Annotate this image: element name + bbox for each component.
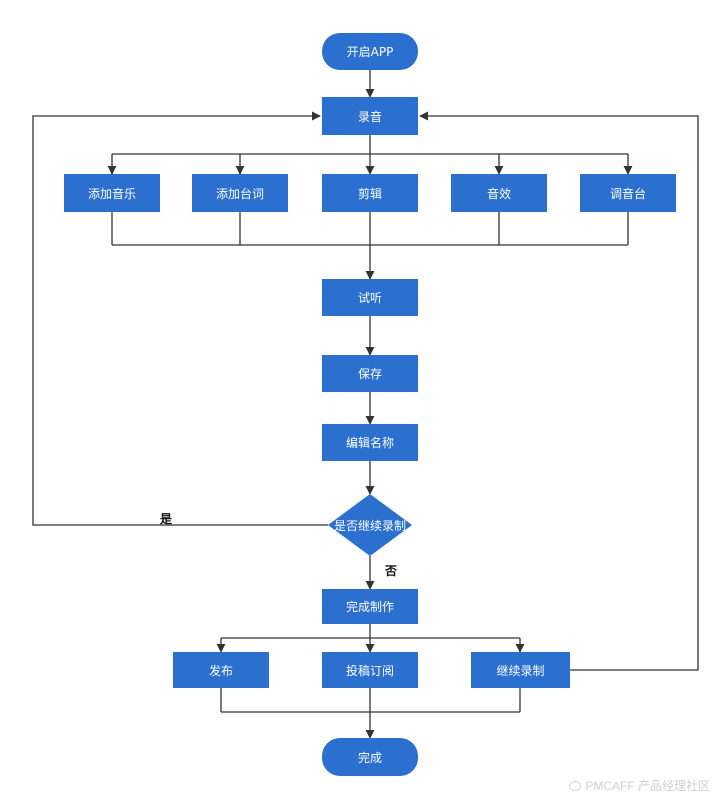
done-node: 完成 <box>322 738 418 776</box>
mixer-node: 调音台 <box>580 174 676 212</box>
preview-node: 试听 <box>322 279 418 316</box>
watermark-text: PMCAFF 产品经理社区 <box>585 779 710 793</box>
decision-diamond <box>328 494 412 556</box>
continue-recording-node: 继续录制 <box>471 652 570 688</box>
coffee-cup-icon <box>569 780 582 791</box>
add-lines-node: 添加台词 <box>192 174 288 212</box>
publish-node: 发布 <box>173 652 269 688</box>
edge-continue-loop <box>419 111 699 671</box>
record-node: 录音 <box>322 97 418 135</box>
edge-decision-yes <box>32 111 328 526</box>
yes-label: 是 <box>160 512 173 526</box>
edit-node: 剪辑 <box>322 174 418 212</box>
edit-name-node: 编辑名称 <box>322 424 418 461</box>
sound-effects-node: 音效 <box>451 174 547 212</box>
save-node: 保存 <box>322 355 418 392</box>
decision-label: 是否继续录制 <box>333 518 406 533</box>
add-music-node: 添加音乐 <box>64 174 160 212</box>
no-label: 否 <box>385 564 398 578</box>
submit-node: 投稿订阅 <box>322 652 418 688</box>
watermark: PMCAFF 产品经理社区 <box>569 777 710 794</box>
finish-production-node: 完成制作 <box>322 589 418 624</box>
start-node: 开启APP <box>322 33 418 70</box>
